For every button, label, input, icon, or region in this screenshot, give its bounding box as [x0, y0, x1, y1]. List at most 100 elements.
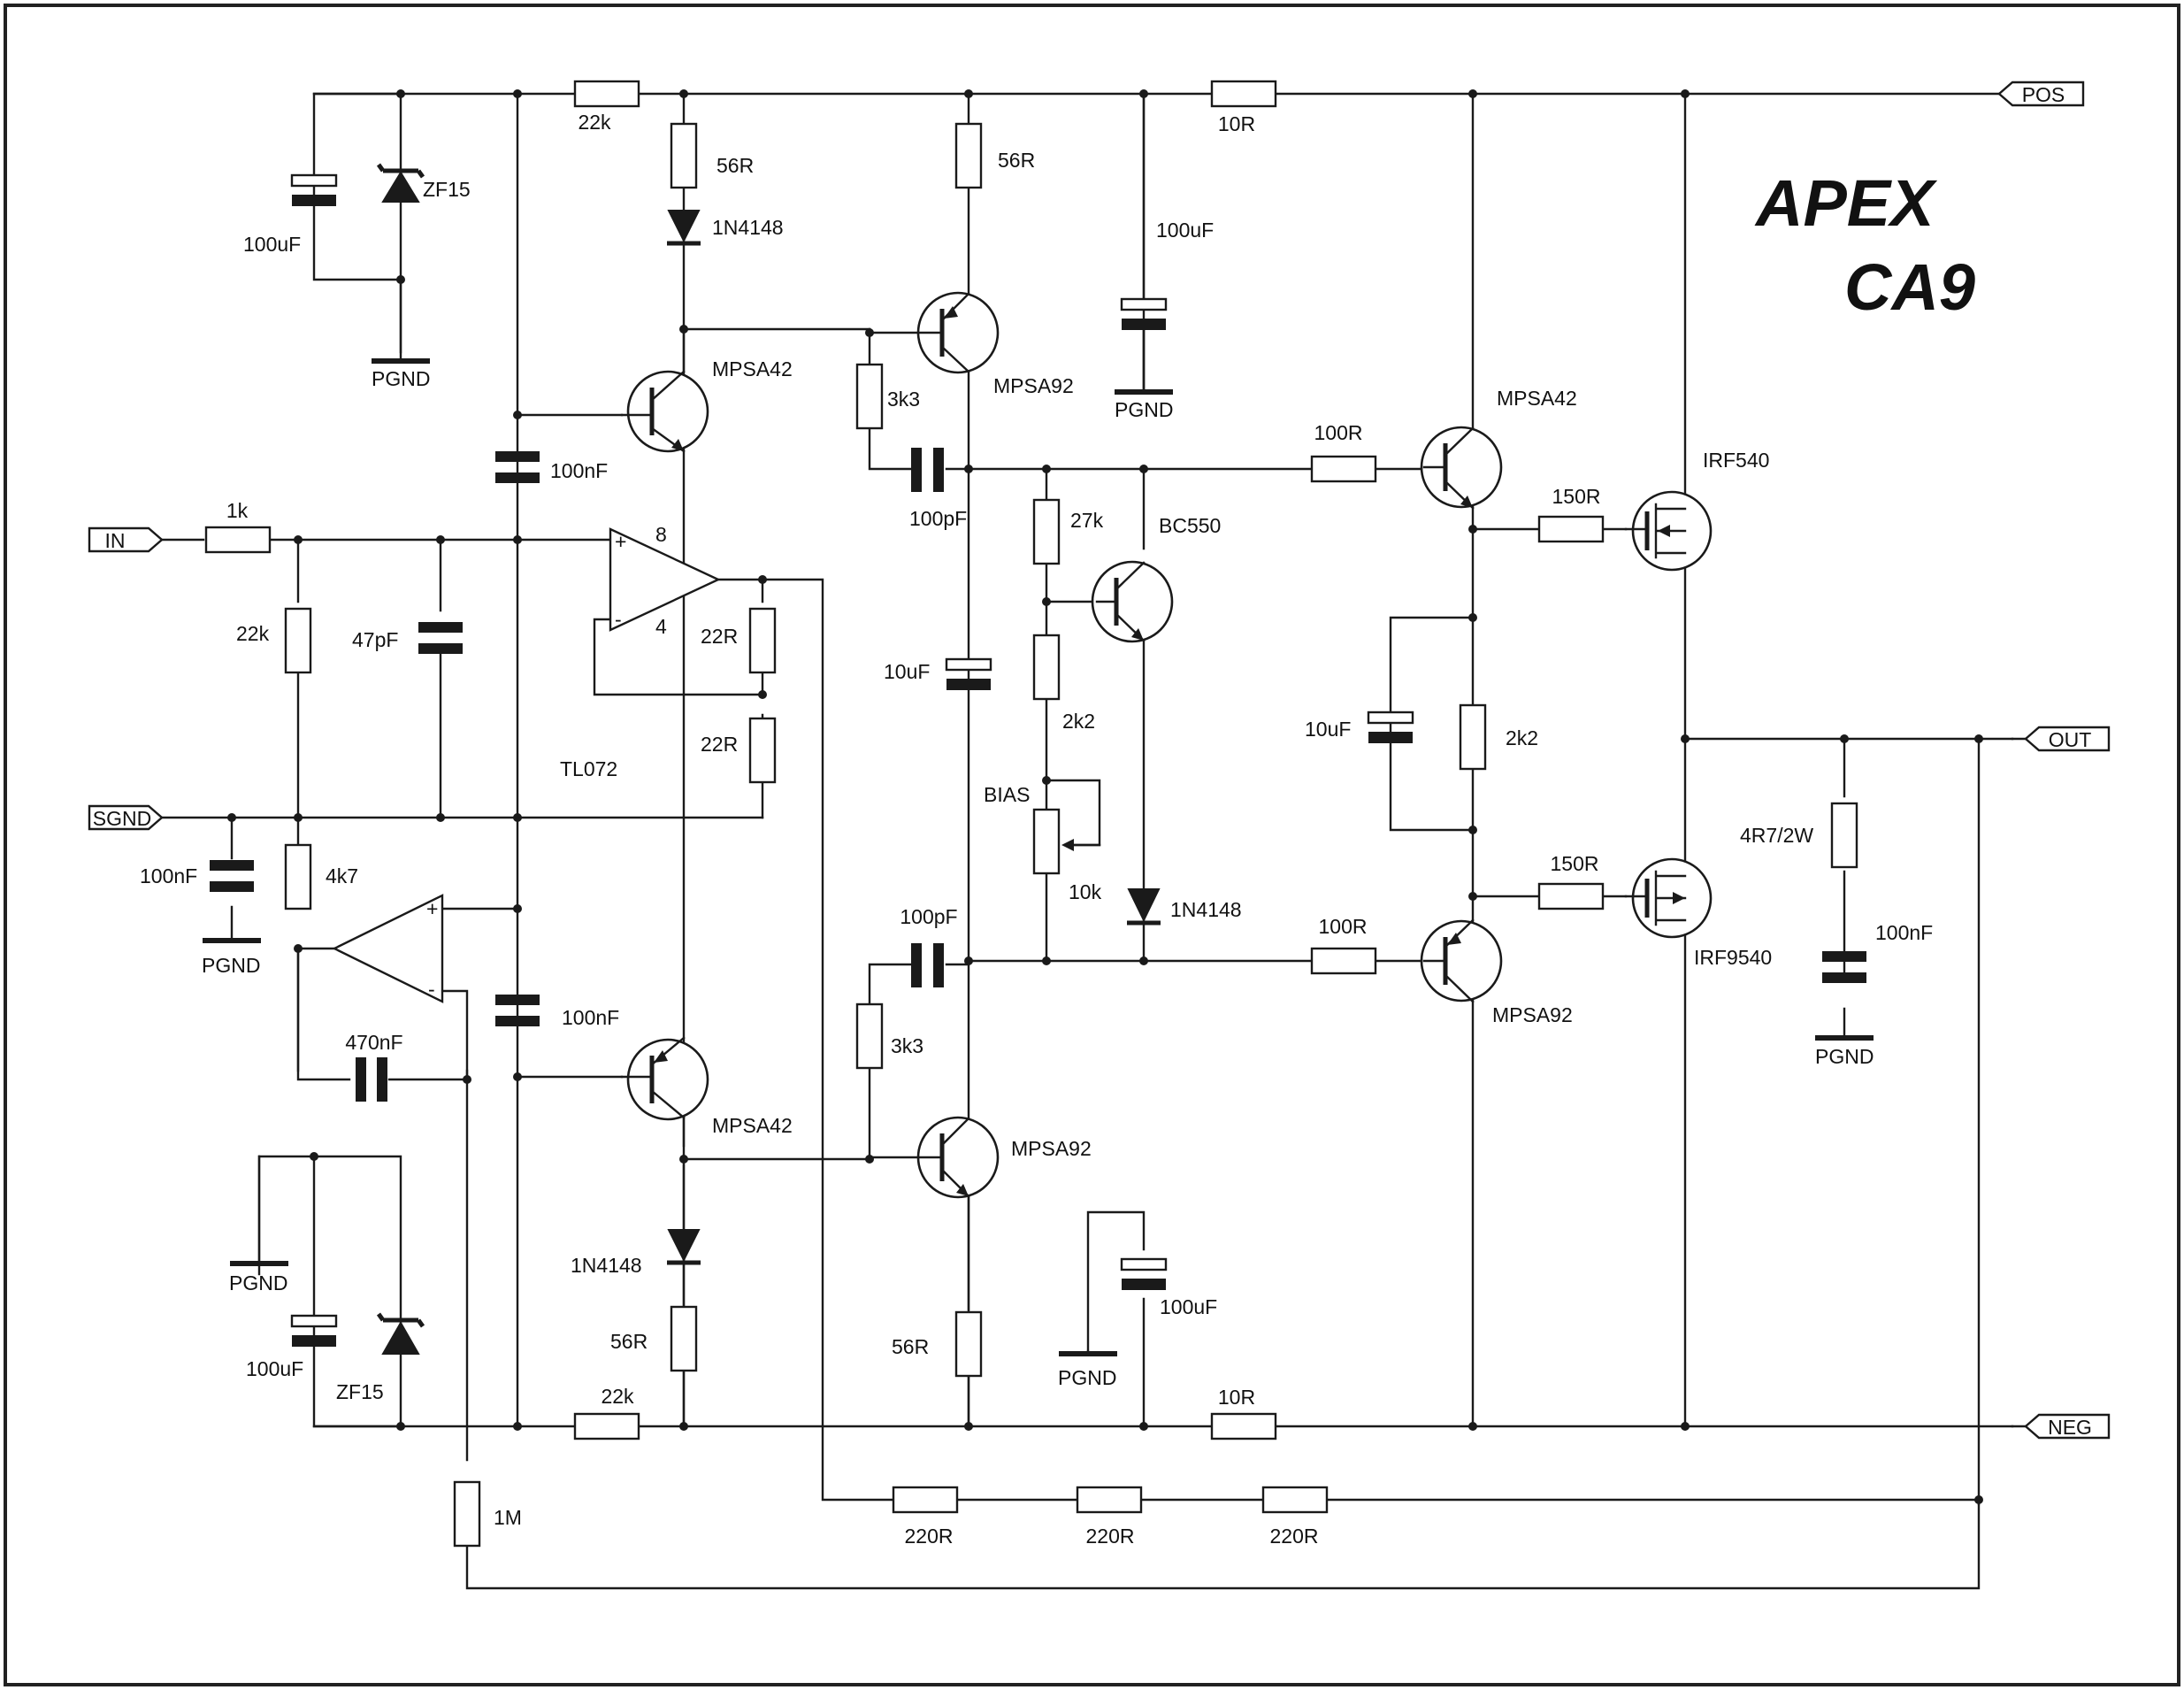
label-10uf-out: 10uF — [1305, 718, 1351, 741]
label-pgnd-2: PGND — [1115, 398, 1173, 421]
resistor-220r-b — [1076, 1486, 1143, 1514]
port-neg-label: NEG — [2048, 1416, 2092, 1439]
label-100r-top: 100R — [1314, 421, 1363, 444]
label-zener-bot: ZF15 — [336, 1380, 384, 1403]
port-out-label: OUT — [2049, 728, 2092, 751]
resistor-10r-bot — [1210, 1412, 1277, 1440]
brand: APEX CA9 — [1754, 166, 1975, 324]
label-pin8: 8 — [655, 523, 667, 546]
resistor-220r-a — [892, 1486, 959, 1514]
capacitor-100nf-a — [495, 451, 540, 483]
label-3k3-bot: 3k3 — [891, 1034, 923, 1057]
label-2k2-bias: 2k2 — [1062, 710, 1095, 733]
label-q2: MPSA92 — [993, 374, 1074, 397]
resistor-22r-b — [748, 717, 777, 784]
label-irf9540: IRF9540 — [1694, 946, 1772, 969]
label-pgnd-6: PGND — [1058, 1366, 1116, 1389]
opamp-tl072 — [609, 527, 721, 632]
label-servo-plus: + — [426, 897, 438, 920]
label-47pf: 47pF — [352, 628, 398, 651]
port-sgnd-label: SGND — [93, 807, 151, 830]
label-100nf-zobel: 100nF — [1875, 921, 1933, 944]
label-irf540: IRF540 — [1703, 449, 1769, 472]
resistor-2k2-bias — [1032, 634, 1061, 701]
resistor-22k-bot — [573, 1412, 640, 1440]
label-10r-top: 10R — [1218, 112, 1255, 135]
resistors — [204, 80, 1858, 1548]
capacitor-100nf-zobel — [1822, 951, 1866, 983]
capacitor-100pf-top — [911, 448, 944, 492]
mosfet-irf9540 — [1624, 857, 1713, 939]
port-pos-label: POS — [2022, 83, 2065, 106]
label-servo-minus: - — [428, 978, 435, 1001]
resistor-56r-bl — [670, 1305, 698, 1372]
label-470nf: 470nF — [345, 1031, 402, 1054]
opamp-servo — [332, 894, 444, 1003]
transistor-q5-mpsa92 — [620, 1036, 709, 1121]
port-in-label: IN — [105, 529, 126, 552]
resistor-150r-bot — [1537, 882, 1605, 910]
resistor-10r-top — [1210, 80, 1277, 108]
capacitor-470nf — [356, 1057, 387, 1102]
label-56r-tl: 56R — [717, 154, 754, 177]
diode-1n4148-bias — [1127, 888, 1161, 923]
capacitor-100nf-sgnd — [210, 860, 254, 892]
port-pos: POS — [1997, 81, 2085, 107]
label-q6: MPSA92 — [1011, 1137, 1092, 1160]
label-22k-in: 22k — [236, 622, 270, 645]
label-pgnd-4: PGND — [1815, 1045, 1874, 1068]
label-22k-bot: 22k — [601, 1385, 634, 1408]
resistor-100r-bot — [1310, 947, 1377, 975]
capacitor-100uf-bot — [1120, 1257, 1168, 1290]
resistor-56r-tm — [954, 122, 983, 189]
label-pin4: 4 — [655, 615, 667, 638]
label-bias: BIAS — [984, 783, 1030, 806]
capacitors — [210, 173, 1866, 1347]
label-100uf-tl: 100uF — [243, 233, 301, 256]
resistor-22k-top — [573, 80, 640, 108]
label-3k3-top: 3k3 — [887, 388, 920, 411]
capacitor-100uf-tl — [290, 173, 338, 206]
label-100pf-bot: 100pF — [900, 905, 957, 928]
resistor-56r-bm — [954, 1310, 983, 1378]
label-100uf-top: 100uF — [1156, 219, 1214, 242]
label-100uf-bl: 100uF — [246, 1357, 303, 1380]
capacitor-100uf-top — [1120, 297, 1168, 330]
label-1k: 1k — [226, 499, 249, 522]
label-1m: 1M — [494, 1506, 522, 1529]
resistor-2k2-out — [1459, 703, 1487, 771]
label-220r-c: 220R — [1270, 1525, 1319, 1548]
label-220r-a: 220R — [905, 1525, 954, 1548]
label-bias-pot: 10k — [1069, 880, 1102, 903]
resistor-56r-tl — [670, 122, 698, 189]
capacitor-100nf-b — [495, 995, 540, 1026]
label-56r-bm: 56R — [892, 1335, 929, 1358]
label-100nf-sgnd: 100nF — [140, 864, 197, 887]
label-2k2-out: 2k2 — [1506, 726, 1538, 749]
capacitor-10uf-mid — [945, 657, 992, 690]
label-100uf-bot: 100uF — [1160, 1295, 1217, 1318]
capacitor-100pf-bot — [911, 943, 944, 987]
resistor-22r-a — [748, 607, 777, 674]
resistor-150r-top — [1537, 515, 1605, 543]
diode-1n4148-top — [667, 210, 701, 243]
transistor-q1-mpsa42 — [620, 370, 709, 453]
labels: 22k 56R 56R 10R 3k3 1k 22k 22R 22R 4k7 2… — [140, 111, 1933, 1548]
transistors — [620, 291, 1713, 1199]
label-56r-tm: 56R — [998, 149, 1035, 172]
transistor-q3-mpsa42 — [1420, 426, 1503, 510]
resistor-3k3-bot — [855, 1002, 884, 1070]
port-in: IN — [88, 526, 164, 553]
capacitor-47pf — [418, 622, 463, 654]
label-56r-bl: 56R — [610, 1330, 648, 1353]
brand-model: CA9 — [1844, 250, 1975, 324]
resistor-bias-pot — [1032, 808, 1061, 875]
label-bc550: BC550 — [1159, 514, 1221, 537]
label-10uf-mid: 10uF — [884, 660, 930, 683]
label-diode-bot: 1N4148 — [571, 1254, 642, 1277]
ports: IN SGND POS OUT NEG — [88, 81, 2111, 1440]
resistor-220r-c — [1261, 1486, 1329, 1514]
label-27k: 27k — [1070, 509, 1104, 532]
label-150r-bot: 150R — [1551, 852, 1599, 875]
